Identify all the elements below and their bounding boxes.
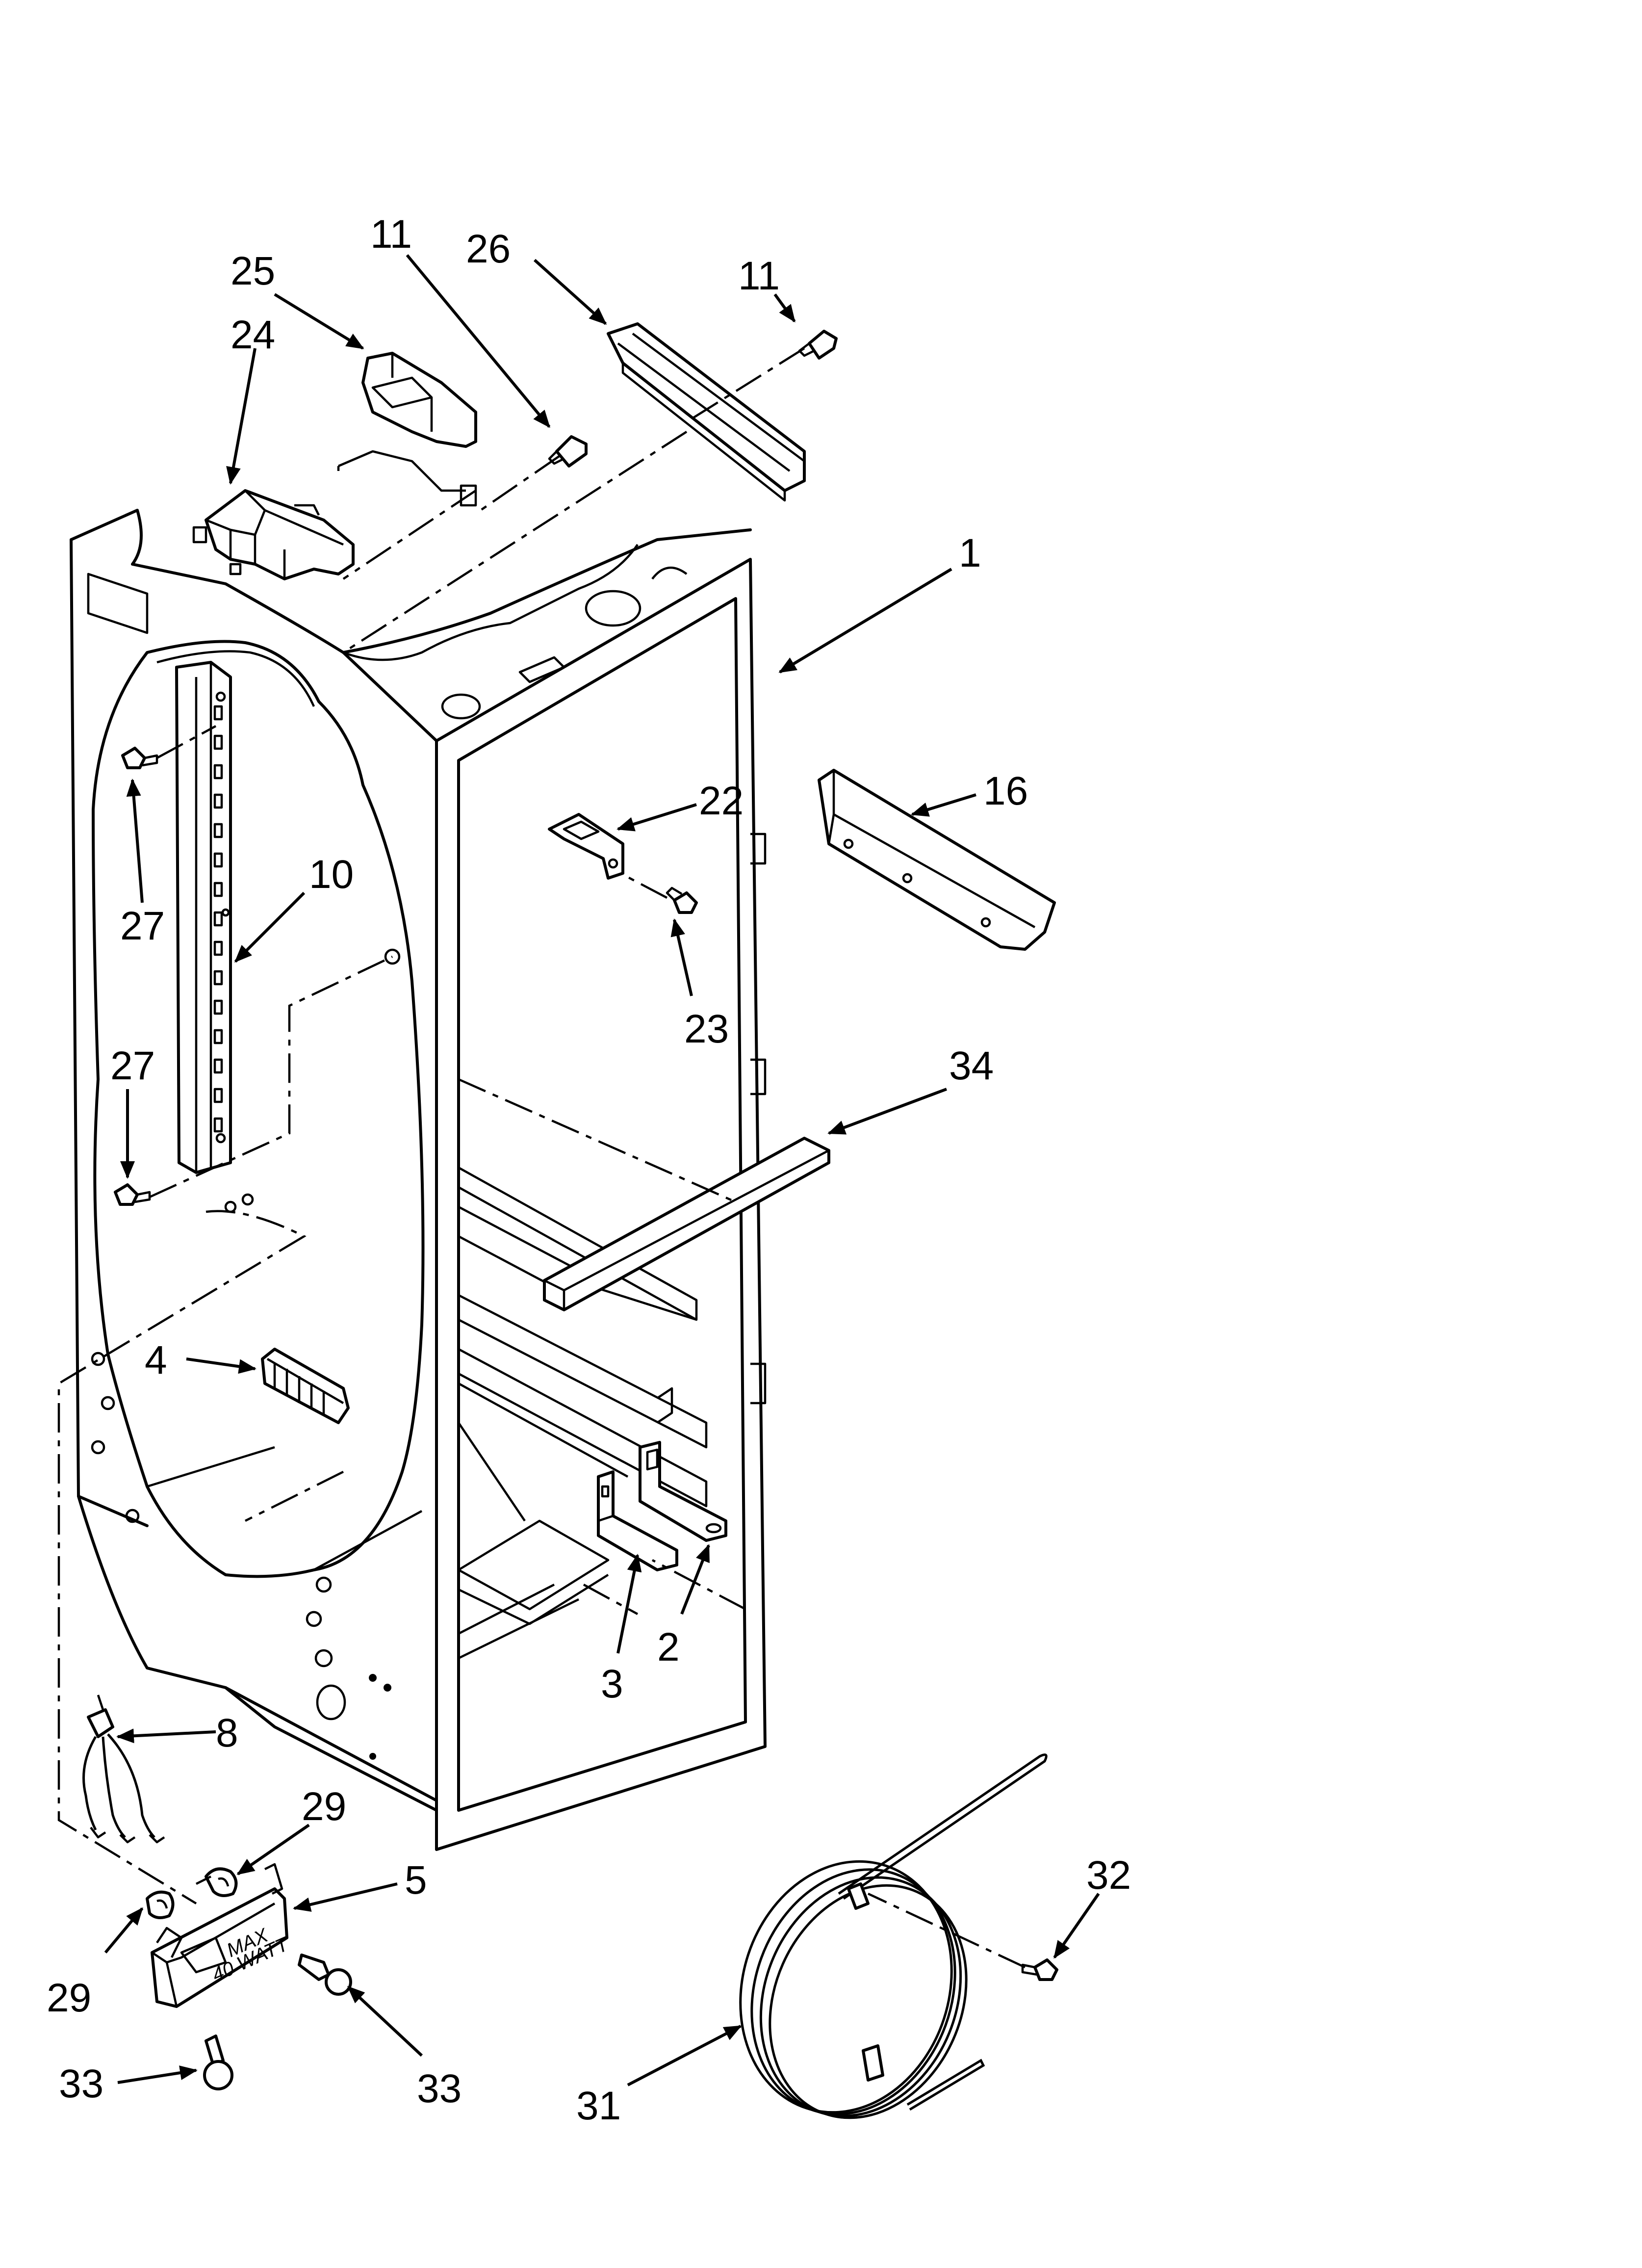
callout-11-left: 11 — [370, 212, 412, 257]
part-31-tubing-coil — [739, 1753, 1048, 2119]
callout-labels: 11 26 11 25 24 1 22 16 27 10 23 27 34 4 … — [47, 212, 1131, 2128]
callout-10: 10 — [309, 852, 354, 897]
callout-33-right: 33 — [417, 2066, 462, 2111]
callout-8: 8 — [216, 1711, 238, 1755]
assembly-lines — [57, 347, 1026, 1969]
callout-32: 32 — [1086, 1853, 1131, 1898]
callout-29-bottom: 29 — [47, 1976, 91, 2020]
part-22-bracket — [548, 813, 624, 880]
callout-23: 23 — [684, 1007, 729, 1051]
part-8-harness — [82, 1694, 165, 1844]
callout-5: 5 — [405, 1858, 427, 1903]
callout-4: 4 — [145, 1338, 167, 1382]
leader-lines — [104, 254, 1100, 2086]
callout-34: 34 — [949, 1043, 994, 1088]
callout-27-top: 27 — [120, 904, 165, 948]
part-16-channel — [818, 769, 1056, 951]
callout-26: 26 — [466, 227, 511, 271]
part-33-plug-right — [298, 1954, 352, 1996]
callout-2: 2 — [657, 1625, 680, 1669]
screw-11-right — [798, 330, 838, 360]
screw-11-left — [548, 435, 588, 468]
part-26-rail — [607, 322, 806, 502]
part-29-clip-bottom — [146, 1890, 175, 1919]
callout-31: 31 — [576, 2084, 621, 2128]
callout-27-bottom: 27 — [110, 1043, 155, 1088]
callout-33-left: 33 — [59, 2061, 103, 2106]
screw-27-bottom — [114, 1183, 151, 1206]
rail-slots — [213, 705, 223, 1133]
screw-23 — [666, 886, 698, 914]
part-24-housing — [192, 489, 355, 580]
screw-32 — [1021, 1958, 1058, 1981]
callout-29-top: 29 — [302, 1784, 346, 1829]
callout-24: 24 — [231, 313, 275, 357]
callout-16: 16 — [983, 769, 1028, 813]
part-10-rail — [175, 661, 232, 1174]
cabinet-liner — [70, 509, 767, 1851]
callout-22: 22 — [699, 779, 744, 823]
part-34-bar — [543, 1137, 830, 1311]
part-33-plug-left — [203, 2034, 233, 2090]
part-2-bracket — [639, 1441, 727, 1542]
part-4-grille — [261, 1348, 350, 1424]
part-3-bracket — [597, 1470, 678, 1571]
part-25-bracket — [337, 352, 477, 507]
callout-25: 25 — [231, 249, 275, 293]
callout-1: 1 — [959, 531, 981, 575]
callout-11-right: 11 — [738, 254, 780, 298]
screw-27-top — [121, 747, 158, 769]
callout-3: 3 — [601, 1662, 623, 1706]
shelf-ribs — [457, 1167, 708, 1660]
part-29-clip-top — [195, 1867, 238, 1897]
